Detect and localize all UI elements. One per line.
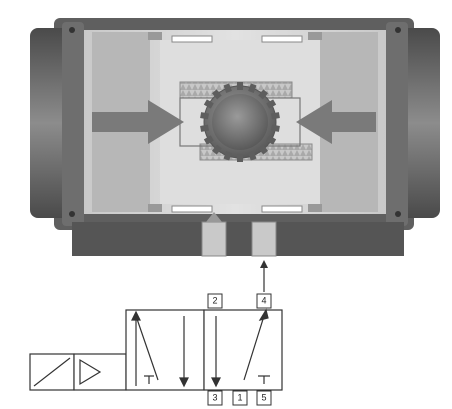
- port-2-label: 2: [212, 295, 217, 305]
- base-block: [72, 222, 404, 256]
- solenoid-valve-symbol: [29, 308, 283, 391]
- operator-triangle: [79, 358, 102, 386]
- port-1-box: [232, 390, 248, 406]
- gear-tooth: [237, 154, 243, 162]
- left-piston-seal-top: [148, 32, 162, 40]
- bottom-slot-left: [171, 205, 213, 213]
- top-slot-left: [171, 35, 213, 43]
- gear-tooth: [237, 82, 243, 90]
- gear-tooth: [270, 124, 280, 132]
- port-4-box: [256, 293, 272, 309]
- gear-tooth: [223, 83, 232, 93]
- gear-tooth: [266, 99, 277, 109]
- right-piston-seal-top: [308, 32, 322, 40]
- left-end-cap: [30, 28, 70, 218]
- flow-arrow-b2: [258, 308, 269, 321]
- gear-tooth: [203, 135, 214, 145]
- port-b: [251, 221, 277, 257]
- gear-tooth: [211, 144, 222, 155]
- port-4-label: 4: [261, 295, 266, 305]
- port-a-cap: [206, 212, 222, 222]
- left-end-cap-rim: [62, 22, 84, 226]
- port-a: [201, 221, 227, 257]
- top-slot-right: [261, 35, 303, 43]
- gear-tooth: [258, 89, 269, 100]
- gear-tooth: [258, 144, 269, 155]
- right-end-cap: [400, 28, 440, 218]
- port-5-box: [256, 390, 272, 406]
- left-push-arrow: [92, 100, 184, 144]
- left-piston-seal-bottom: [148, 204, 162, 212]
- gear-tooth: [211, 89, 222, 100]
- pinion-gear: [200, 82, 280, 162]
- port-5-label: 5: [261, 392, 266, 402]
- bolt-bottom-right: [395, 211, 401, 217]
- port-3-box: [207, 390, 223, 406]
- gear-tooth: [200, 112, 210, 120]
- port-block: [72, 212, 404, 257]
- air-arrow-head: [260, 260, 268, 268]
- gear-tooth: [248, 83, 257, 93]
- valve-position-b: [203, 309, 283, 391]
- bottom-slot-right: [261, 205, 303, 213]
- flow-arrow-b1: [211, 377, 221, 388]
- flow-arrow-a2: [179, 377, 189, 388]
- port-2-box: [207, 293, 223, 309]
- right-end-cap-rim: [386, 22, 408, 226]
- bolt-top-left: [69, 27, 75, 33]
- gear-tooth: [248, 151, 257, 161]
- gear-tooth: [200, 124, 210, 132]
- right-push-arrow: [296, 100, 376, 144]
- coil-diagonal: [33, 357, 71, 387]
- air-line: [260, 260, 268, 292]
- right-piston-seal-bottom: [308, 204, 322, 212]
- port-3-label: 3: [212, 392, 217, 402]
- actuator-body: [30, 18, 440, 230]
- gear-tooth: [203, 99, 214, 109]
- gear-tooth: [266, 135, 277, 145]
- gear-tooth: [270, 112, 280, 120]
- gear-tooth: [223, 151, 232, 161]
- bolt-bottom-left: [69, 211, 75, 217]
- port-1-label: 1: [237, 392, 242, 402]
- port-labels: 2 4 3 1 5: [207, 293, 272, 406]
- flow-arrow-a1: [131, 310, 141, 321]
- bolt-top-right: [395, 27, 401, 33]
